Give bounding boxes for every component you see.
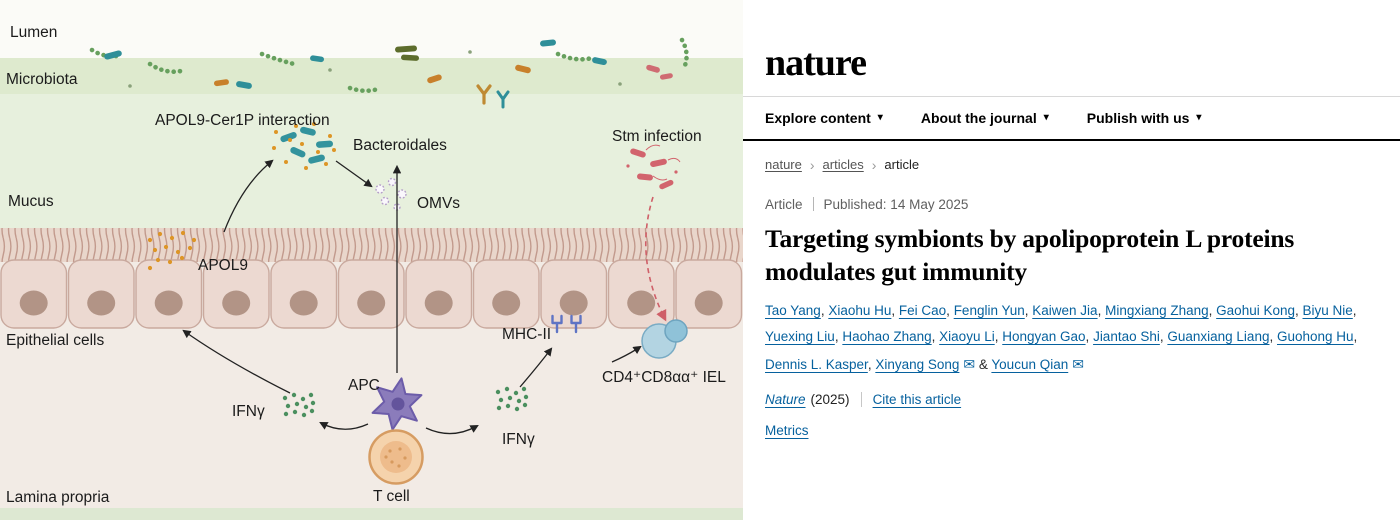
email-icon[interactable]: ✉ — [1072, 355, 1084, 372]
nav-explore-content[interactable]: Explore content ▾ — [765, 110, 883, 126]
author-link[interactable]: Youcun Qian — [991, 356, 1069, 372]
apol9-particles — [147, 230, 197, 271]
bacteroidales-cluster — [272, 122, 336, 170]
author-link[interactable]: Fei Cao — [898, 303, 947, 319]
top-nav: Explore content ▾ About the journal ▾ Pu… — [743, 95, 1400, 141]
label-t-cell: T cell — [373, 488, 410, 505]
nav-about-the-journal[interactable]: About the journal ▾ — [921, 110, 1049, 126]
t-cell — [368, 429, 424, 485]
chevron-down-icon: ▾ — [1043, 111, 1049, 123]
article-content: nature › articles › article Article Publ… — [743, 157, 1400, 440]
mhc2-icons — [551, 314, 582, 334]
author-link[interactable]: Biyu Nie — [1302, 303, 1353, 319]
label-iel: CD4⁺CD8αα⁺ IEL — [602, 369, 726, 386]
author-link[interactable]: Mingxiang Zhang — [1105, 303, 1209, 319]
brush-border — [0, 228, 743, 262]
author-link[interactable]: Guohong Hu — [1276, 329, 1354, 345]
label-ifng-left: IFNγ — [232, 403, 265, 420]
label-omvs: OMVs — [417, 195, 460, 212]
label-apc: APC — [348, 377, 380, 394]
email-icon[interactable]: ✉ — [963, 355, 976, 372]
citation-year: (2025) — [810, 392, 850, 408]
label-apol9: APOL9 — [198, 257, 248, 274]
nav-label: Publish with us — [1086, 109, 1190, 126]
article-title: Targeting symbionts by apolipoprotein L … — [765, 223, 1295, 287]
author-link[interactable]: Tao Yang — [765, 303, 821, 319]
author-link[interactable]: Xiaohu Hu — [828, 303, 892, 319]
label-apol9-cer1p: APOL9-Cer1P interaction — [155, 112, 330, 129]
author-link[interactable]: Jiantao Shi — [1093, 329, 1160, 345]
flow-arrows — [182, 159, 642, 435]
divider — [860, 392, 862, 408]
author-link[interactable]: Hongyan Gao — [1002, 329, 1086, 345]
author-link[interactable]: Dennis L. Kasper — [765, 356, 868, 372]
label-stm-infection: Stm infection — [612, 128, 702, 145]
author-link[interactable]: Xinyang Song — [875, 356, 960, 372]
nature-logo[interactable]: nature — [765, 42, 867, 84]
author-link[interactable]: Kaiwen Jia — [1032, 303, 1098, 319]
divider — [812, 197, 814, 212]
chevron-right-icon: › — [871, 156, 877, 173]
chevron-down-icon: ▾ — [877, 111, 883, 123]
iel-cell — [641, 319, 688, 359]
author-list: Tao Yang, Xiaohu Hu, Fei Cao, Fenglin Yu… — [765, 303, 1358, 372]
label-mhc2: MHC-II — [502, 326, 551, 343]
gut-immunity-diagram: Lumen Microbiota APOL9-Cer1P interaction… — [0, 24, 743, 520]
epithelial-cells-row — [0, 259, 743, 329]
breadcrumb-nature[interactable]: nature — [765, 157, 802, 173]
author-link[interactable]: Yuexing Liu — [765, 329, 835, 345]
breadcrumb: nature › articles › article — [765, 157, 1378, 173]
label-ifng-right: IFNγ — [502, 431, 535, 448]
masthead: nature — [743, 0, 1400, 84]
published-date: Published: 14 May 2025 — [823, 196, 969, 212]
label-lumen: Lumen — [10, 24, 57, 41]
article-meta: Article Published: 14 May 2025 — [765, 197, 1378, 212]
nav-publish-with-us[interactable]: Publish with us ▾ — [1087, 110, 1202, 126]
author-link[interactable]: Fenglin Yun — [953, 303, 1025, 319]
label-epithelial-cells: Epithelial cells — [6, 332, 104, 349]
label-microbiota: Microbiota — [6, 71, 78, 88]
label-lamina-propria: Lamina propria — [6, 489, 110, 506]
chevron-down-icon: ▾ — [1196, 111, 1202, 123]
metrics-line: Metrics — [765, 422, 1378, 440]
author-link[interactable]: Guanxiang Liang — [1167, 329, 1270, 345]
author-link[interactable]: Haohao Zhang — [842, 329, 932, 345]
label-bacteroidales: Bacteroidales — [353, 137, 447, 154]
cell-nuclei — [19, 290, 723, 316]
journal-link[interactable]: Nature — [765, 392, 806, 408]
breadcrumb-article: article — [884, 157, 920, 173]
author-link[interactable]: Gaohui Kong — [1216, 303, 1295, 319]
article-type: Article — [765, 196, 803, 212]
microbiota-bacteria — [89, 37, 689, 109]
article-page: nature Explore content ▾ About the journ… — [743, 0, 1400, 520]
breadcrumb-articles[interactable]: articles — [822, 157, 864, 173]
citation-line: Nature (2025) Cite this article — [765, 392, 1378, 408]
nav-label: Explore content — [765, 109, 871, 126]
label-mucus: Mucus — [8, 193, 54, 210]
chevron-right-icon: › — [809, 156, 815, 173]
nav-label: About the journal — [920, 109, 1037, 126]
stm-infection-arrow — [645, 196, 667, 322]
author-link[interactable]: Xiaoyu Li — [939, 329, 995, 345]
metrics-link[interactable]: Metrics — [765, 423, 809, 439]
stm-bacteria — [626, 144, 681, 190]
figure-panel: Lumen Microbiota APOL9-Cer1P interaction… — [0, 24, 743, 520]
cite-this-article-link[interactable]: Cite this article — [872, 392, 962, 408]
figure-labels: Lumen Microbiota APOL9-Cer1P interaction… — [6, 24, 726, 506]
